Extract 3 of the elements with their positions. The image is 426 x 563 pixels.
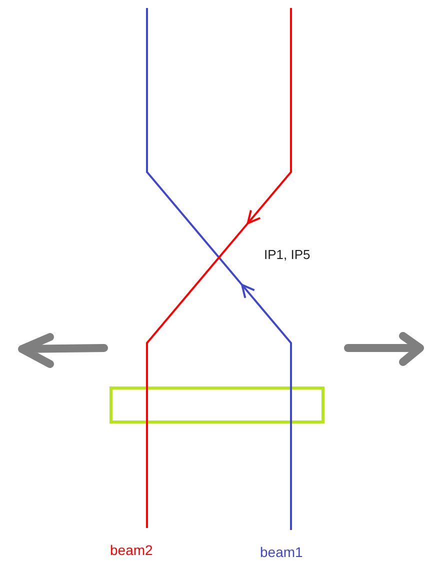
interaction-point-label: IP1, IP5 <box>264 248 310 261</box>
beam-label: beam1 <box>260 545 303 559</box>
beam-label: beam2 <box>110 543 153 557</box>
